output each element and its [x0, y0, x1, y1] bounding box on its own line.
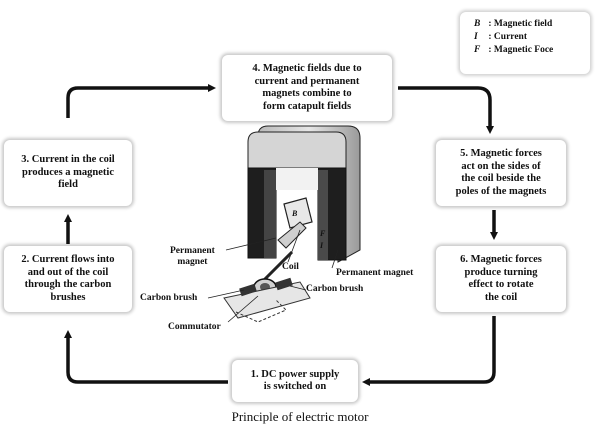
- step-2-line: 2. Current flows into: [21, 254, 115, 265]
- motor-illustration: [207, 125, 361, 323]
- label-carbon-brush-right: Carbon brush: [306, 284, 364, 294]
- step-6-box: 6. Magnetic forces produce turning effec…: [436, 246, 566, 312]
- step-3-box: 3. Current in the coil produces a magnet…: [4, 140, 132, 206]
- arrow-1-to-2: [64, 330, 228, 384]
- legend-row: I : Current: [474, 32, 527, 42]
- step-5-line: 5. Magnetic forces: [460, 148, 542, 159]
- step-6-line: effect to rotate: [468, 279, 534, 290]
- legend-symbol: F: [474, 45, 481, 55]
- step-3-line: produces a magnetic: [22, 166, 114, 178]
- step-3-line: 3. Current in the coil: [21, 154, 115, 166]
- arrow-3-to-4: [66, 84, 216, 118]
- step-4-line: 4. Magnetic fields due to: [252, 63, 362, 74]
- step-1-box: 1. DC power supply is switched on: [232, 360, 358, 402]
- label-carbon-brush-left: Carbon brush: [140, 293, 198, 303]
- legend-symbol: B: [474, 19, 481, 29]
- step-6-line: 6. Magnetic forces: [460, 254, 542, 265]
- label-i: I: [320, 241, 324, 250]
- step-4-box: 4. Magnetic fields due to current and pe…: [222, 55, 392, 121]
- step-5-box: 5. Magnetic forces act on the sides of t…: [436, 140, 566, 206]
- step-2-line: brushes: [50, 291, 86, 303]
- step-2-line: and out of the coil: [27, 266, 109, 278]
- label-f: F: [320, 229, 326, 238]
- legend-text: Current: [493, 32, 527, 42]
- step-6-line: the coil: [484, 291, 518, 303]
- legend-box: B : Magnetic field I : Current F : Magne…: [460, 12, 590, 74]
- label-b: B: [292, 209, 298, 218]
- label-line: Permanent: [170, 246, 215, 256]
- legend-row: F : Magnetic Foce: [474, 45, 554, 55]
- step-5-line: act on the sides of: [461, 160, 541, 172]
- arrow-4-to-5: [398, 86, 494, 134]
- step-5-line: the coil beside the: [461, 173, 541, 184]
- step-2-box: 2. Current flows into and out of the coi…: [4, 246, 132, 312]
- label-coil: Coil: [282, 262, 299, 272]
- step-4-line: current and permanent: [254, 75, 360, 87]
- step-1-line: 1. DC power supply: [250, 368, 340, 380]
- legend-text: Magnetic field: [493, 19, 553, 29]
- label-permanent-magnet-right: Permanent magnet: [336, 268, 414, 278]
- step-4-line: magnets combine to: [262, 88, 352, 99]
- label-commutator: Commutator: [168, 322, 221, 332]
- step-1-line: is switched on: [263, 381, 327, 392]
- arrow-6-to-1: [362, 316, 496, 386]
- figure-caption: Principle of electric motor: [231, 409, 369, 424]
- step-5-line: poles of the magnets: [455, 185, 547, 197]
- label-line: magnet: [177, 257, 208, 267]
- legend-text: Magnetic Foce: [493, 45, 554, 55]
- legend-symbol: I: [474, 32, 478, 42]
- step-6-line: produce turning: [464, 266, 538, 278]
- step-3-line: field: [58, 179, 78, 191]
- legend-row: B : Magnetic field: [474, 19, 553, 29]
- label-permanent-magnet-left: Permanent magnet: [170, 246, 215, 268]
- step-4-line: form catapult fields: [262, 100, 352, 112]
- step-2-line: through the carbon: [24, 279, 112, 290]
